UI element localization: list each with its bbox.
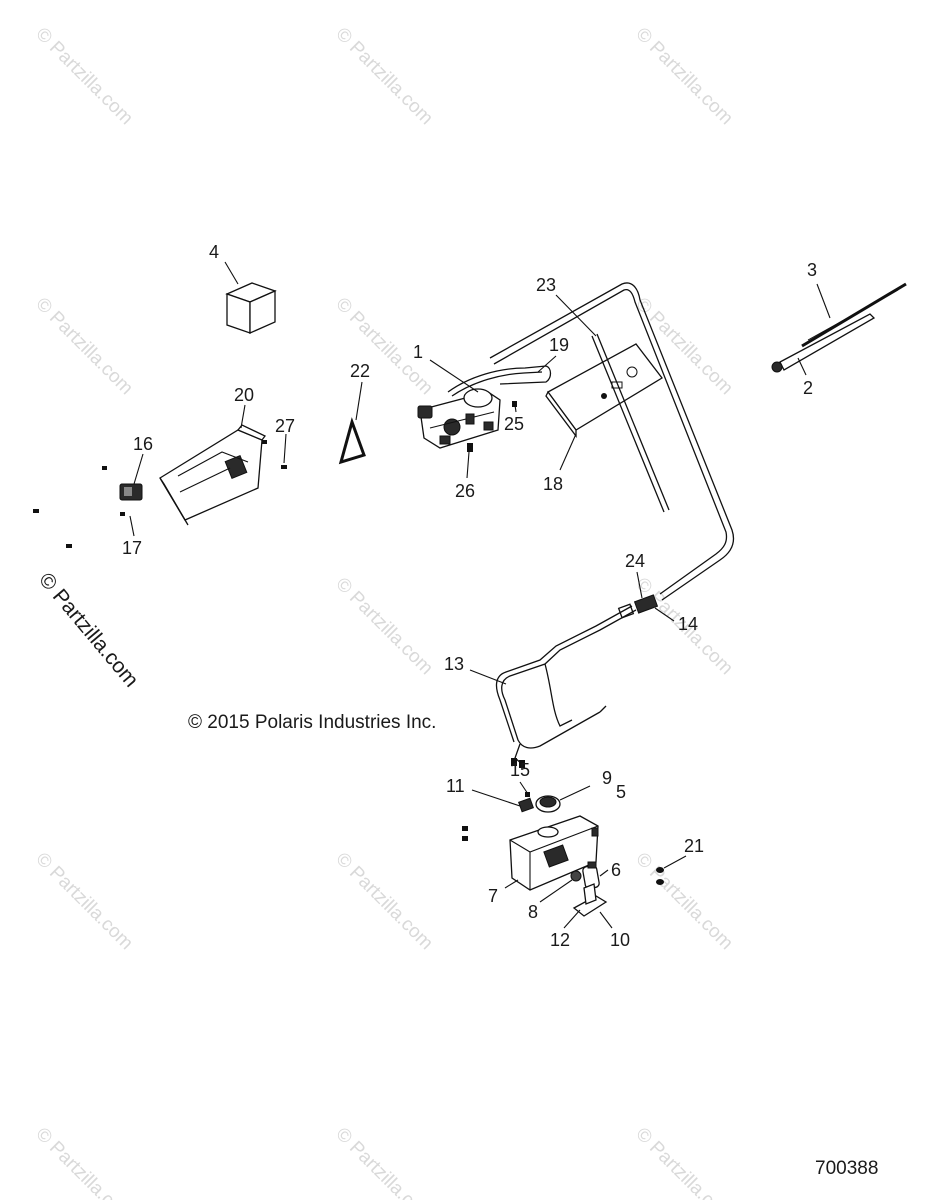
part-17-nut (120, 512, 125, 516)
diagram-id: 700388 (815, 1158, 878, 1179)
part-11-hose-fitting (518, 797, 534, 813)
part-19-hose (447, 365, 552, 397)
part-23-washer-hose (489, 282, 735, 601)
callout-13: 13 (444, 654, 464, 674)
part-27-screw (281, 465, 287, 469)
callout-2: 2 (803, 378, 813, 398)
side-watermark: © Partzilla.com (34, 568, 143, 691)
watermark: © Partzilla.com (331, 574, 436, 679)
part-8-grommet (570, 870, 582, 882)
callout-18: 18 (543, 474, 563, 494)
hardware-dot (462, 826, 468, 831)
callout-10: 10 (610, 930, 630, 950)
part-10-bracket (572, 883, 608, 917)
copyright-notice: © 2015 Polaris Industries Inc. (188, 712, 436, 733)
watermark: © Partzilla.com (31, 24, 136, 129)
callout-17: 17 (122, 538, 142, 558)
watermark: © Partzilla.com (31, 1124, 136, 1200)
part-16-switch (119, 483, 143, 501)
callout-9: 9 (602, 768, 612, 788)
seal-strip (591, 333, 670, 513)
callout-24: 24 (625, 551, 645, 571)
part-7-reservoir (509, 815, 599, 891)
part-25-screw (512, 401, 517, 407)
part-21-nut (656, 867, 664, 873)
hardware-dot (66, 544, 72, 548)
callout-27: 27 (275, 416, 295, 436)
hardware-dot (462, 836, 468, 841)
part-4-box (225, 282, 277, 334)
watermark: © Partzilla.com (31, 849, 136, 954)
part-22-gasket (338, 417, 366, 465)
hardware-dot (33, 509, 39, 513)
callout-23: 23 (536, 275, 556, 295)
callout-7: 7 (488, 886, 498, 906)
callout-16: 16 (133, 434, 153, 454)
callout-labels: 1 2 3 4 5 6 7 8 9 10 11 12 13 14 15 16 1… (122, 242, 817, 950)
part-26-screw (467, 443, 473, 452)
part-21-nut (656, 879, 664, 885)
hardware-dots-lower (462, 826, 664, 885)
hardware-dot (102, 466, 107, 470)
part-2-wiper-arm (771, 313, 876, 373)
harness-plugs (511, 758, 525, 768)
callout-20: 20 (234, 385, 254, 405)
callout-21: 21 (684, 836, 704, 856)
callout-5: 5 (616, 782, 626, 802)
callout-14: 14 (678, 614, 698, 634)
part-18-cover (545, 343, 663, 438)
watermark: © Partzilla.com (31, 294, 136, 399)
part-14-connector (617, 594, 659, 619)
watermark: © Partzilla.com (331, 1124, 436, 1200)
callout-3: 3 (807, 260, 817, 280)
part-1-wiper-motor (417, 388, 501, 449)
watermark: © Partzilla.com (331, 24, 436, 129)
part-9-cap (535, 795, 561, 813)
callout-26: 26 (455, 481, 475, 501)
part-3-wiper-blade (801, 282, 907, 348)
watermark: © Partzilla.com (331, 849, 436, 954)
part-13-harness (495, 605, 637, 765)
callout-11: 11 (446, 776, 465, 796)
callout-12: 12 (550, 930, 570, 950)
hardware-dot (262, 440, 267, 444)
callout-6: 6 (611, 860, 621, 880)
watermark: © Partzilla.com (631, 24, 736, 129)
callout-15: 15 (510, 760, 530, 780)
part-15-clip (525, 792, 530, 797)
callout-22: 22 (350, 361, 370, 381)
callout-1: 1 (413, 342, 423, 362)
callout-19: 19 (549, 335, 569, 355)
watermark: © Partzilla.com (631, 849, 736, 954)
callout-25: 25 (504, 414, 524, 434)
leader-lines (129, 261, 831, 929)
watermark: © Partzilla.com (631, 1124, 736, 1200)
hardware-dots (33, 401, 517, 548)
part-20-bracket (159, 424, 266, 526)
callout-8: 8 (528, 902, 538, 922)
callout-4: 4 (209, 242, 219, 262)
